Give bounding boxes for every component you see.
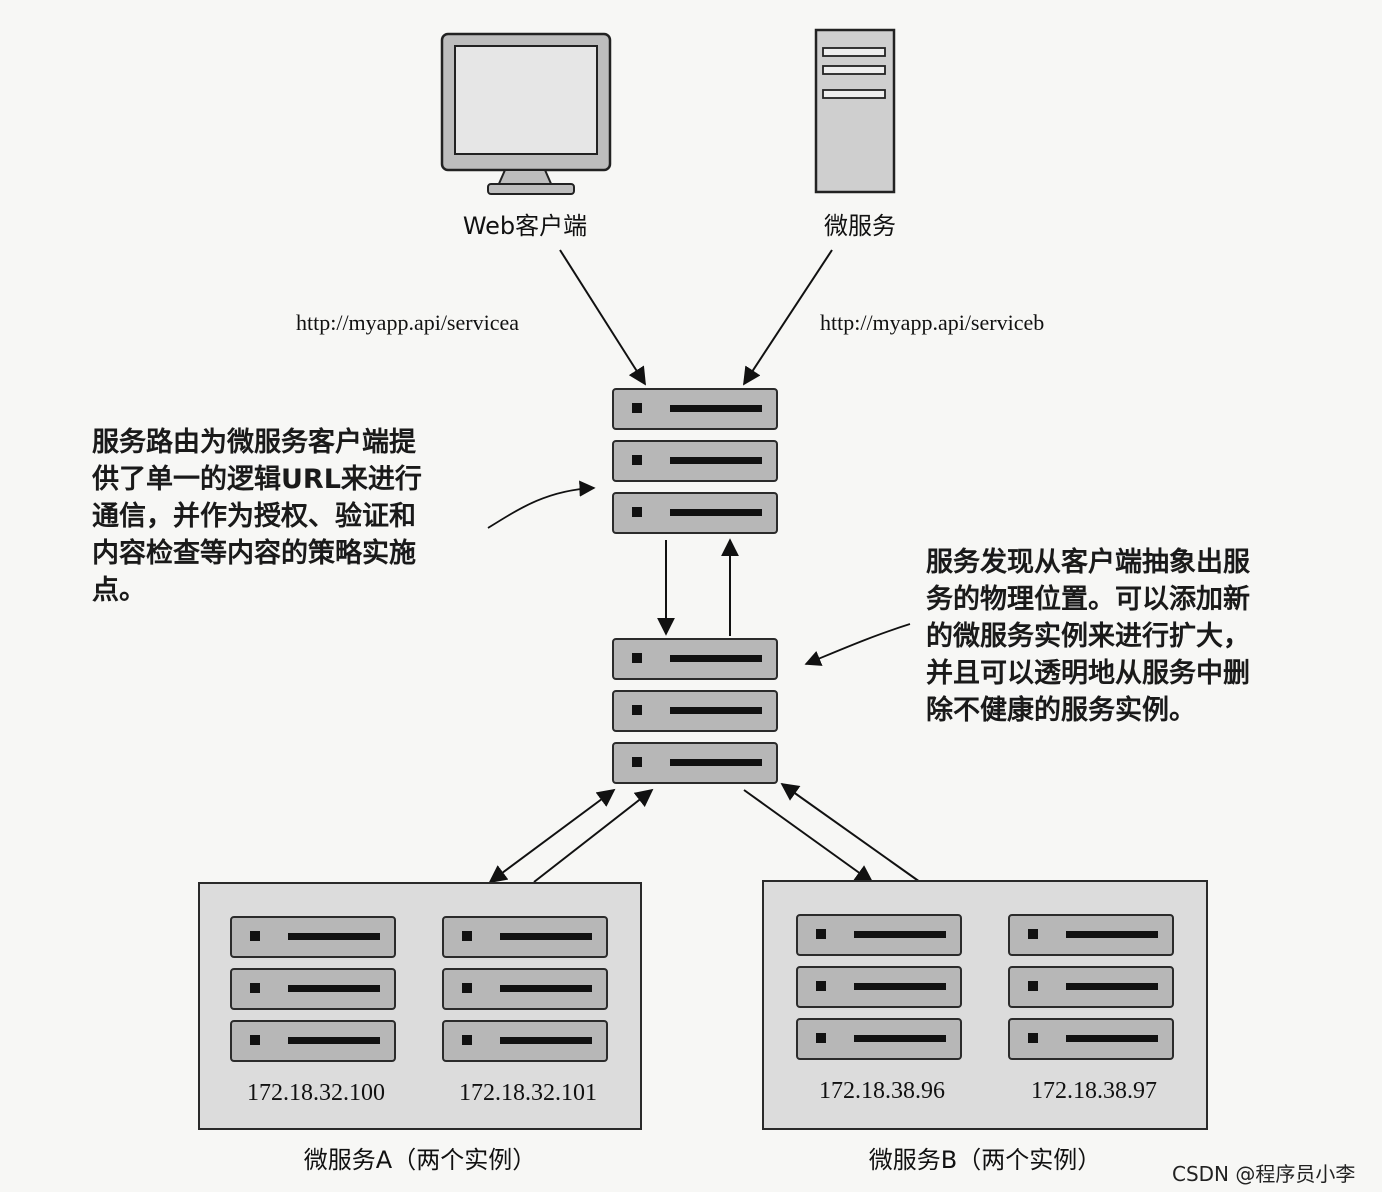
- discovery-annotation: 服务发现从客户端抽象出服 务的物理位置。可以添加新 的微服务实例来进行扩大， 并…: [926, 544, 1306, 729]
- arrow-discovery-group-a-2: [533, 788, 654, 883]
- routing-callout-arrow: [487, 480, 596, 529]
- instance-server: [442, 968, 608, 1010]
- instance-server: [442, 916, 608, 958]
- server-tower-icon: [814, 28, 896, 194]
- led-icon: [816, 981, 826, 991]
- led-icon: [462, 931, 472, 941]
- web-client-label: Web客户端: [462, 212, 588, 240]
- drive-slot-icon: [500, 933, 592, 940]
- service-routing-stack: [612, 388, 782, 540]
- instance-b2-stack: [1008, 914, 1178, 1066]
- led-icon: [1028, 981, 1038, 991]
- routing-annotation-line: 供了单一的逻辑URL来进行: [92, 464, 422, 495]
- drive-slot-icon: [670, 707, 762, 714]
- routing-server-2: [612, 440, 778, 482]
- url-service-a: http://myapp.api/servicea: [296, 310, 519, 335]
- led-icon: [462, 983, 472, 993]
- instance-ip: 172.18.32.100: [247, 1080, 385, 1106]
- routing-annotation-line: 服务路由为微服务客户端提: [92, 427, 416, 458]
- microservice-a-group: 172.18.32.100 172.18.32.101: [198, 882, 642, 1130]
- instance-ip: 172.18.32.101: [459, 1080, 597, 1106]
- arrow-discovery-group-b-2: [780, 782, 921, 883]
- discovery-annotation-line: 的微服务实例来进行扩大，: [926, 621, 1250, 652]
- discovery-server-3: [612, 742, 778, 784]
- instance-server: [230, 916, 396, 958]
- watermark: CSDN @程序员小李: [1172, 1162, 1356, 1186]
- microservice-label: 微服务: [824, 212, 896, 240]
- drive-slot-icon: [288, 985, 380, 992]
- microservice-b-group: 172.18.38.96 172.18.38.97: [762, 880, 1208, 1130]
- arrow-discovery-group-b-1: [743, 789, 874, 884]
- led-icon: [816, 1033, 826, 1043]
- drive-slot-icon: [670, 509, 762, 516]
- led-icon: [632, 757, 642, 767]
- drive-slot-icon: [670, 405, 762, 412]
- drive-slot-icon: [1066, 931, 1158, 938]
- drive-slot-icon: [1066, 983, 1158, 990]
- drive-slot-icon: [854, 983, 946, 990]
- discovery-server-2: [612, 690, 778, 732]
- drive-slot-icon: [500, 1037, 592, 1044]
- led-icon: [816, 929, 826, 939]
- drive-slot-icon: [670, 655, 762, 662]
- routing-server-1: [612, 388, 778, 430]
- instance-server: [796, 1018, 962, 1060]
- microservice-a-caption: 微服务A（两个实例）: [303, 1146, 537, 1174]
- instance-server: [230, 968, 396, 1010]
- led-icon: [250, 1035, 260, 1045]
- led-icon: [632, 403, 642, 413]
- routing-annotation-line: 点。: [92, 575, 146, 606]
- instance-server: [796, 914, 962, 956]
- led-icon: [632, 455, 642, 465]
- drive-slot-icon: [288, 933, 380, 940]
- microservice-b-caption: 微服务B（两个实例）: [868, 1146, 1102, 1174]
- monitor-icon: [440, 32, 612, 195]
- instance-a2-stack: [442, 916, 612, 1068]
- instance-b1-stack: [796, 914, 966, 1066]
- led-icon: [632, 507, 642, 517]
- routing-server-3: [612, 492, 778, 534]
- routing-annotation-line: 内容检查等内容的策略实施: [92, 538, 416, 569]
- service-discovery-stack: [612, 638, 782, 790]
- drive-slot-icon: [670, 457, 762, 464]
- led-icon: [250, 931, 260, 941]
- routing-annotation-line: 通信，并作为授权、验证和: [92, 501, 416, 532]
- led-icon: [1028, 1033, 1038, 1043]
- instance-server: [442, 1020, 608, 1062]
- url-service-b: http://myapp.api/serviceb: [820, 310, 1045, 335]
- instance-ip: 172.18.38.97: [1031, 1078, 1157, 1104]
- drive-slot-icon: [1066, 1035, 1158, 1042]
- led-icon: [250, 983, 260, 993]
- drive-slot-icon: [288, 1037, 380, 1044]
- discovery-annotation-line: 服务发现从客户端抽象出服: [926, 547, 1250, 578]
- instance-server: [1008, 914, 1174, 956]
- instance-ip: 172.18.38.96: [819, 1078, 945, 1104]
- instance-server: [1008, 966, 1174, 1008]
- routing-annotation: 服务路由为微服务客户端提 供了单一的逻辑URL来进行 通信，并作为授权、验证和 …: [92, 424, 472, 609]
- discovery-server-1: [612, 638, 778, 680]
- led-icon: [1028, 929, 1038, 939]
- instance-a1-stack: [230, 916, 400, 1068]
- led-icon: [632, 705, 642, 715]
- led-icon: [462, 1035, 472, 1045]
- discovery-annotation-line: 除不健康的服务实例。: [926, 695, 1196, 726]
- drive-slot-icon: [854, 1035, 946, 1042]
- arrow-discovery-group-a-1: [488, 788, 616, 884]
- instance-server: [230, 1020, 396, 1062]
- drive-slot-icon: [670, 759, 762, 766]
- arrow-web-to-router: [559, 249, 646, 386]
- discovery-annotation-line: 务的物理位置。可以添加新: [926, 584, 1250, 615]
- instance-server: [1008, 1018, 1174, 1060]
- drive-slot-icon: [500, 985, 592, 992]
- drive-slot-icon: [854, 931, 946, 938]
- arrow-service-to-router: [743, 249, 833, 386]
- discovery-callout-arrow: [804, 623, 911, 666]
- led-icon: [632, 653, 642, 663]
- instance-server: [796, 966, 962, 1008]
- discovery-annotation-line: 并且可以透明地从服务中删: [926, 658, 1250, 689]
